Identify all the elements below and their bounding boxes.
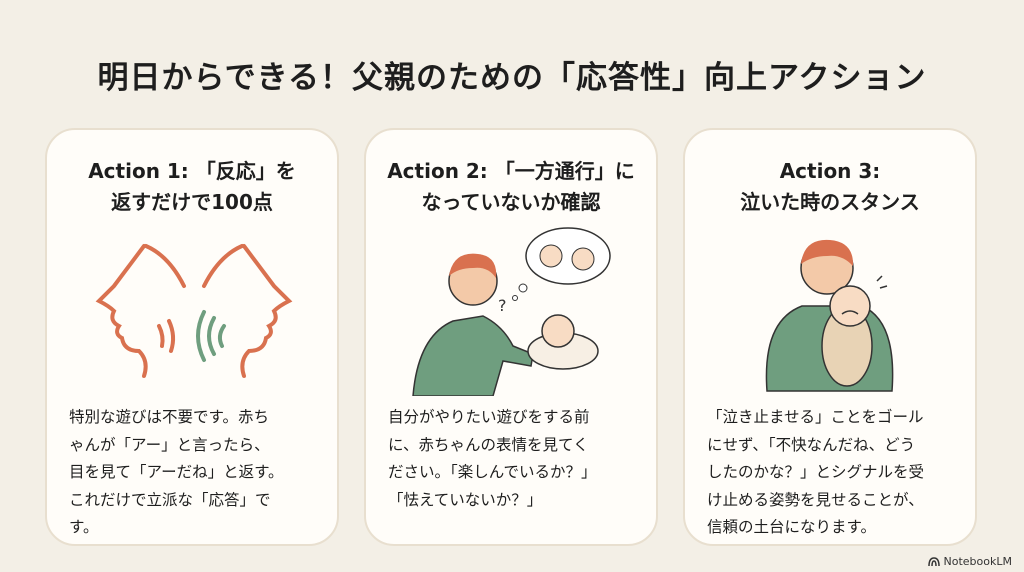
two-faces-talking-illustration [95, 244, 293, 378]
body-line: にせず、「不快なんだね、どう [707, 435, 916, 454]
body-line: したのかな？」とシグナルを受 [707, 463, 925, 481]
page-title: 明日からできる！父親のための「応答性」向上アクション [97, 60, 927, 96]
heading-line: Action 1: 「反応」を [88, 159, 296, 183]
father-checking-baby-illustration: ? [412, 227, 611, 396]
card-body: 「泣き止ませる」ことをゴール にせず、「不快なんだね、どう したのかな？」とシグ… [707, 404, 967, 542]
brand-label: NotebookLM [943, 555, 1012, 568]
body-line: ゃんが「アー」と言ったら、 [69, 435, 270, 454]
body-line: 「泣き止ませる」ことをゴール [707, 408, 924, 426]
body-line: 信頼の土台になります。 [707, 518, 876, 536]
card-heading: Action 3: 泣いた時のスタンス [685, 156, 975, 218]
body-line: す。 [69, 518, 99, 536]
notebooklm-logo-icon [927, 556, 940, 566]
body-line: これだけで立派な「応答」で [69, 490, 271, 509]
heading-line: Action 2: 「一方通行」に [387, 159, 635, 183]
body-line: ださい。「楽しんでいるか？」 [388, 463, 597, 481]
svg-text:?: ? [498, 296, 507, 315]
card-heading: Action 2: 「一方通行」に なっていないか確認 [366, 156, 656, 218]
notebooklm-watermark: NotebookLM [927, 555, 1012, 568]
body-line: 特別な遊びは不要です。赤ち [69, 408, 269, 426]
heading-line: 返すだけで100点 [111, 190, 273, 214]
heading-line: Action 3: [779, 159, 881, 183]
action-card-3: Action 3: 泣いた時のスタンス 「泣き止ませる」ことをゴール にせず、「… [683, 128, 977, 546]
action-card-2: Action 2: 「一方通行」に なっていないか確認 ? 自分がやりたい遊びを… [364, 128, 658, 546]
body-line: 「怯えていないか？」 [388, 490, 543, 509]
heading-line: 泣いた時のスタンス [740, 190, 920, 214]
body-line: に、赤ちゃんの表情を見てく [388, 435, 589, 454]
father-holding-crying-baby-illustration [765, 239, 894, 392]
card-body: 自分がやりたい遊びをする前 に、赤ちゃんの表情を見てく ださい。「楽しんでいるか… [388, 404, 648, 514]
body-line: 目を見て「アーだね」と返す。 [69, 463, 284, 481]
body-line: 自分がやりたい遊びをする前 [388, 408, 590, 426]
card-body: 特別な遊びは不要です。赤ち ゃんが「アー」と言ったら、 目を見て「アーだね」と返… [69, 404, 329, 542]
action-card-1: Action 1: 「反応」を 返すだけで100点 特別な遊びは不要です。赤ち … [45, 128, 339, 546]
heading-line: なっていないか確認 [421, 190, 601, 214]
body-line: け止める姿勢を見せることが、 [707, 490, 924, 509]
card-heading: Action 1: 「反応」を 返すだけで100点 [47, 156, 337, 218]
